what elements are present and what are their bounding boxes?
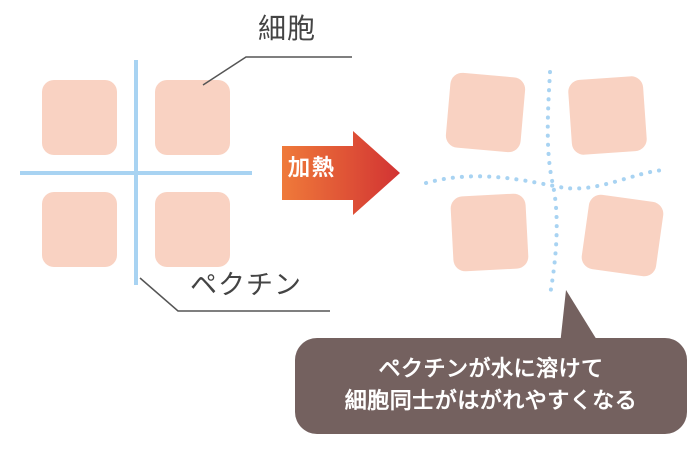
heating-label: 加熱 (288, 156, 337, 181)
callout-line-1: ペクチンが水に溶けて (378, 357, 604, 383)
cell-top-left (42, 80, 117, 155)
cell-label: 細胞 (258, 12, 317, 45)
cell-top-right (155, 80, 230, 155)
heating-arrow (282, 131, 400, 215)
after-heating-group (424, 70, 666, 297)
cell-bottom-right (155, 192, 230, 267)
cell-bottom-left (42, 192, 117, 267)
pectin-dotted-horizontal (424, 168, 666, 191)
cell-bottom-right-separated (581, 194, 664, 277)
pectin-leader-line (139, 277, 330, 312)
cell-top-left-separated (445, 72, 526, 153)
pectin-dotted-vertical (545, 70, 559, 297)
pectin-label: ペクチン (190, 270, 302, 301)
cell-bottom-left-separated (450, 193, 529, 272)
before-heating-group (20, 60, 252, 285)
explanation-callout: ペクチンが水に溶けて 細胞同士がはがれやすくなる (295, 338, 687, 434)
callout-tail (560, 290, 600, 345)
callout-line-2: 細胞同士がはがれやすくなる (344, 389, 638, 414)
cell-leader-line (202, 56, 352, 86)
cell-top-right-separated (568, 76, 647, 155)
